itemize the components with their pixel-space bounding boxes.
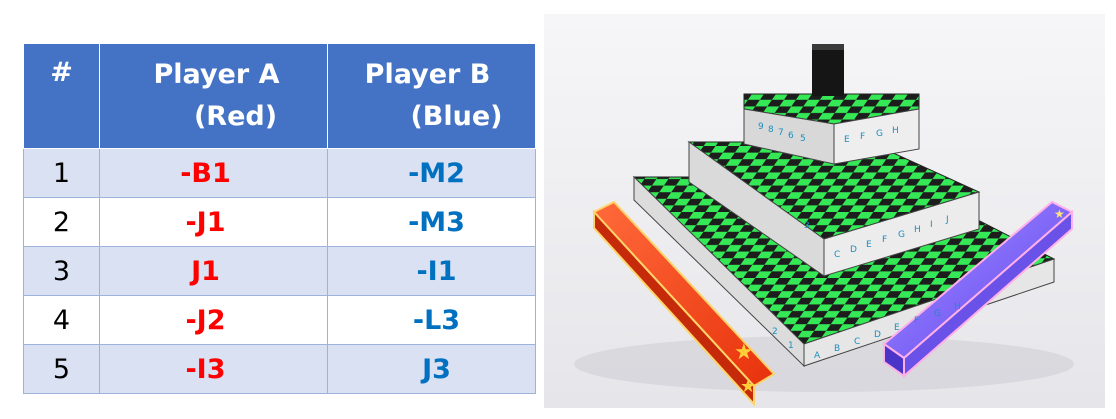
base-tier-label: C bbox=[854, 337, 860, 347]
player-a-move-text: J1 bbox=[191, 255, 220, 287]
top-tier-label: 9 bbox=[758, 122, 764, 132]
red-star-icon: ★ bbox=[734, 340, 754, 365]
top-tier-label: 8 bbox=[768, 125, 774, 135]
header-player-a-color: (Red) bbox=[193, 101, 278, 132]
mid-tier-label: F bbox=[882, 235, 887, 245]
move-number: 3 bbox=[23, 246, 100, 296]
move-number: 5 bbox=[23, 344, 100, 394]
header-player-a: Player A (Red) bbox=[99, 43, 328, 149]
player-b-move: -M3 bbox=[327, 197, 536, 247]
blue-star-icon: ★ bbox=[1054, 207, 1065, 221]
mid-tier-label: I bbox=[930, 220, 933, 230]
base-tier-label: 2 bbox=[772, 327, 778, 337]
player-a-move-text: -B1 bbox=[180, 157, 231, 189]
mid-tier-label: C bbox=[834, 250, 840, 260]
header-num: # bbox=[23, 43, 100, 149]
player-a-move-text: -J1 bbox=[185, 206, 226, 238]
base-tier-label: F bbox=[914, 316, 919, 326]
red-star-icon: ★ bbox=[740, 376, 756, 397]
player-a-move: -J1 bbox=[99, 197, 328, 247]
mid-tier-label: D bbox=[850, 245, 857, 255]
base-tier-label: A bbox=[814, 351, 821, 361]
pyramid-board-render: ★ ★ ★ 9 8 7 6 5 E F G H 3 C D E F G H I … bbox=[544, 14, 1105, 408]
header-player-b-color: (Blue) bbox=[410, 101, 503, 132]
player-b-move: -L3 bbox=[327, 295, 536, 345]
board-middle-tier bbox=[687, 141, 981, 277]
moves-table: # Player A (Red) Player B (Blue) 1 -B1 -… bbox=[23, 43, 536, 394]
board-side-labels: 9 8 7 6 5 E F G H 3 C D E F G H I J 2 1 … bbox=[758, 122, 961, 361]
top-tier-label: 5 bbox=[800, 134, 806, 144]
table-row: 1 -B1 -M2 bbox=[23, 148, 536, 198]
top-tier-label: 6 bbox=[788, 131, 794, 141]
player-b-move: -M2 bbox=[327, 148, 536, 198]
header-player-b: Player B (Blue) bbox=[327, 43, 536, 149]
mid-tier-label: E bbox=[866, 240, 872, 250]
player-b-move-text: -M3 bbox=[408, 206, 465, 238]
player-a-move-text: -J2 bbox=[185, 304, 226, 336]
base-tier-label: E bbox=[894, 323, 900, 333]
player-a-move-text: -I3 bbox=[185, 353, 226, 385]
top-tier-label: H bbox=[892, 126, 899, 136]
black-cube-piece bbox=[812, 44, 844, 96]
player-b-move-text: -L3 bbox=[412, 304, 461, 336]
base-tier-label: H bbox=[954, 302, 961, 312]
player-b-move-text: -M2 bbox=[408, 157, 465, 189]
blue-pieces-row: ★ bbox=[882, 200, 1074, 379]
base-tier-label: D bbox=[874, 330, 881, 340]
base-tier-label: G bbox=[934, 309, 941, 319]
player-b-move-text: J3 bbox=[422, 353, 451, 385]
top-tier-label: E bbox=[844, 135, 850, 145]
player-a-move: -B1 bbox=[99, 148, 328, 198]
player-a-move: -J2 bbox=[99, 295, 328, 345]
player-b-move: -I1 bbox=[327, 246, 536, 296]
player-a-move: -I3 bbox=[99, 344, 328, 394]
move-number: 4 bbox=[23, 295, 100, 345]
header-player-a-name: Player A bbox=[153, 59, 280, 90]
table-row: 3 J1 -I1 bbox=[23, 246, 536, 296]
header-player-b-name: Player B bbox=[364, 59, 491, 90]
table-row: 4 -J2 -L3 bbox=[23, 295, 536, 345]
move-number: 1 bbox=[23, 148, 100, 198]
mid-tier-label: H bbox=[914, 225, 921, 235]
table-row: 2 -J1 -M3 bbox=[23, 197, 536, 247]
board-shadow bbox=[574, 336, 1074, 392]
board-top-tier bbox=[743, 93, 920, 165]
base-tier-label: B bbox=[834, 344, 840, 354]
table-row: 5 -I3 J3 bbox=[23, 344, 536, 394]
top-tier-label: F bbox=[860, 132, 865, 142]
mid-tier-label: 3 bbox=[804, 221, 810, 231]
move-number: 2 bbox=[23, 197, 100, 247]
player-a-move: J1 bbox=[99, 246, 328, 296]
red-pieces-row: ★ ★ bbox=[592, 200, 776, 407]
mid-tier-label: G bbox=[898, 230, 905, 240]
player-b-move: J3 bbox=[327, 344, 536, 394]
player-b-move-text: -I1 bbox=[416, 255, 457, 287]
table-header-row: # Player A (Red) Player B (Blue) bbox=[23, 43, 536, 149]
mid-tier-label: J bbox=[945, 215, 949, 225]
top-tier-label: G bbox=[876, 129, 883, 139]
top-tier-label: 7 bbox=[778, 128, 784, 138]
base-tier-label: 1 bbox=[788, 341, 794, 351]
